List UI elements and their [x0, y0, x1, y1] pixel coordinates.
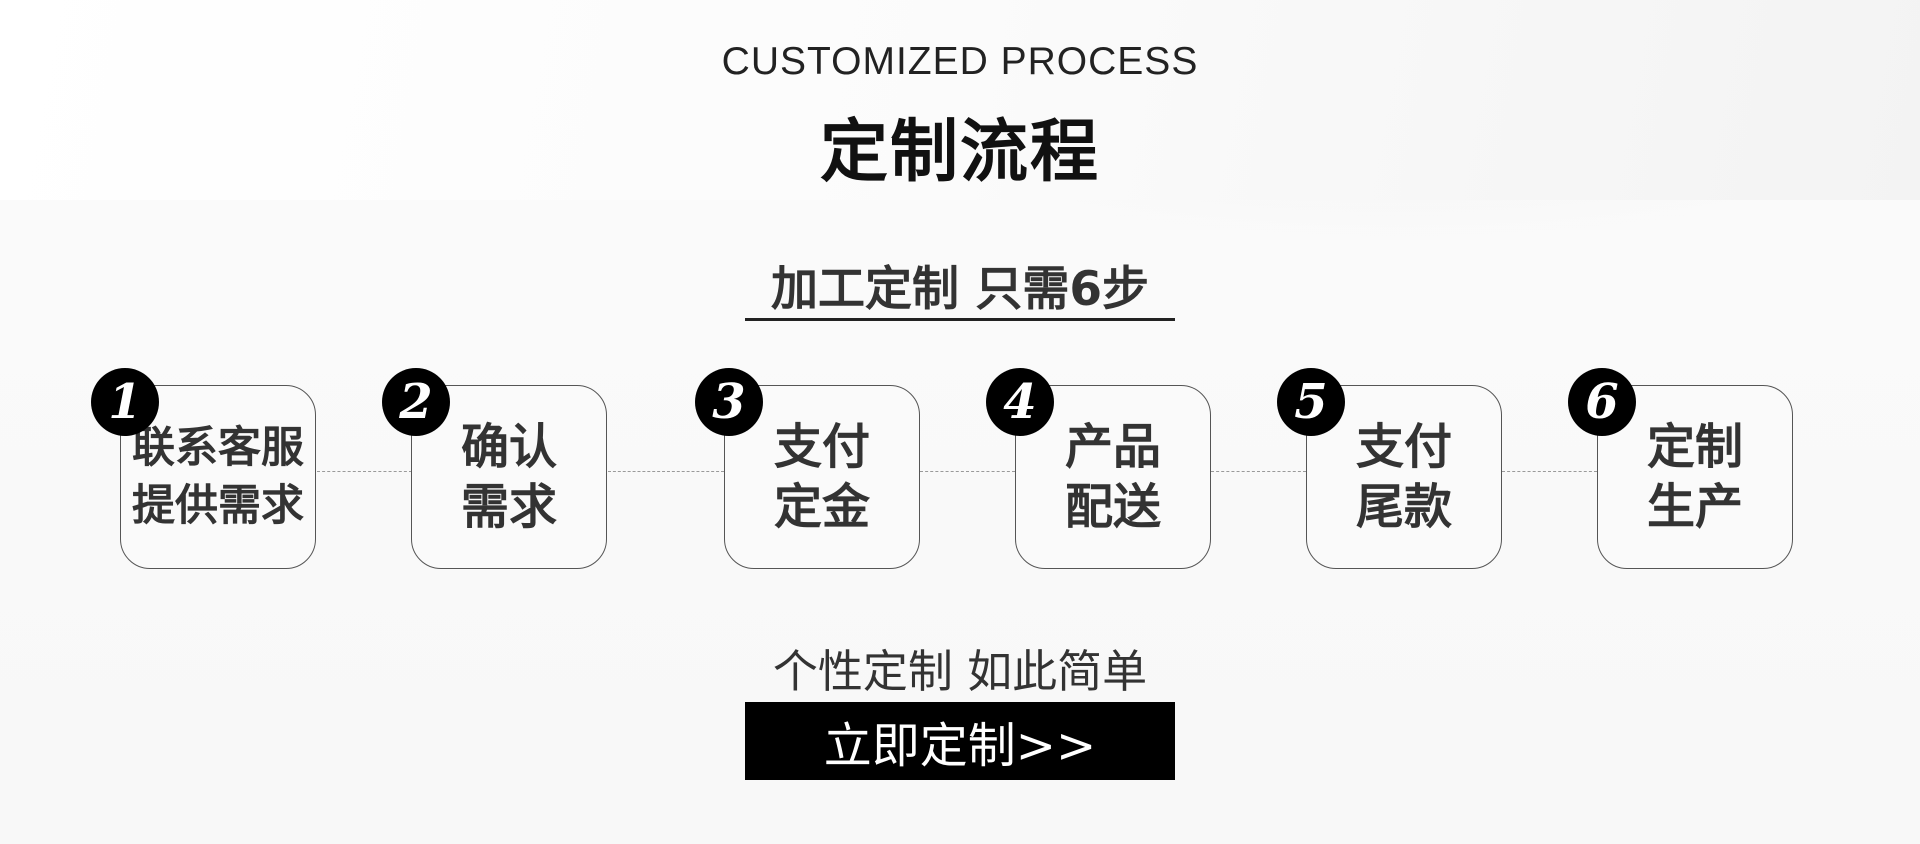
- step-label: 支付 定金: [773, 419, 870, 535]
- step-connector-1-2: [317, 471, 412, 472]
- step-label: 确认 需求: [460, 419, 557, 535]
- step-card-3: 支付 定金: [724, 385, 920, 569]
- subtitle-underline: [745, 318, 1175, 321]
- subtitle: 加工定制 只需6步: [770, 262, 1150, 317]
- step-connector-3-4: [920, 471, 1015, 472]
- step-number-badge: 2: [382, 368, 450, 436]
- step-number-badge: 4: [986, 368, 1054, 436]
- step-number-badge: 5: [1277, 368, 1345, 436]
- step-connector-2-3: [608, 471, 724, 472]
- step-label: 联系客服 提供需求: [132, 423, 304, 531]
- step-label: 产品 配送: [1064, 419, 1161, 535]
- tagline: 个性定制 如此简单: [772, 645, 1148, 698]
- header-background: [0, 0, 1920, 200]
- customize-now-button[interactable]: 立即定制>>: [745, 702, 1175, 780]
- step-label: 支付 尾款: [1355, 419, 1452, 535]
- header-english-title: CUSTOMIZED PROCESS: [721, 40, 1199, 83]
- step-connector-4-5: [1211, 471, 1306, 472]
- step-card-4: 产品 配送: [1015, 385, 1211, 569]
- step-label: 定制 生产: [1646, 419, 1743, 535]
- step-number-badge: 6: [1568, 368, 1636, 436]
- step-number-badge: 3: [695, 368, 763, 436]
- header-chinese-title: 定制流程: [819, 113, 1100, 192]
- step-connector-5-6: [1502, 471, 1597, 472]
- step-number-badge: 1: [91, 368, 159, 436]
